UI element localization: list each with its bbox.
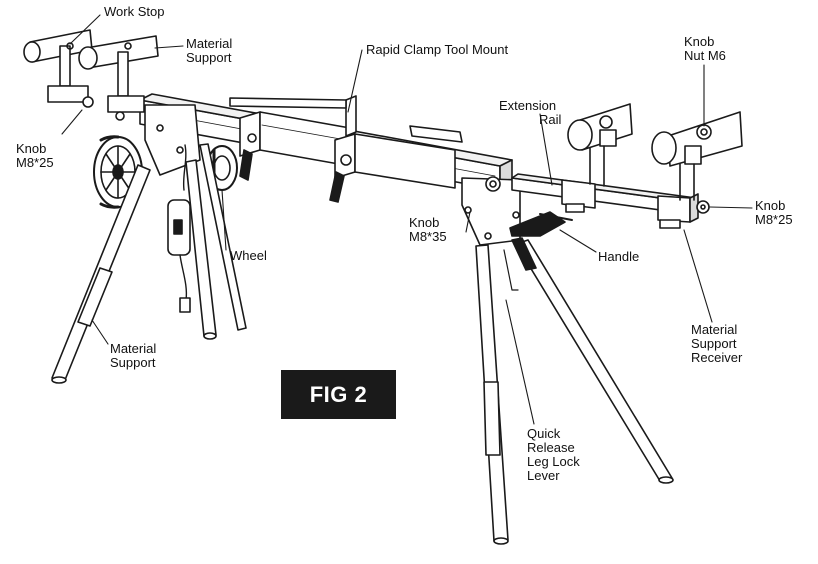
left-legs bbox=[51, 143, 247, 384]
label-quick-release-leg-lock-lever: Quick Release Leg Lock Lever bbox=[527, 426, 580, 483]
label-wheel: Wheel bbox=[230, 248, 267, 263]
leader-lines bbox=[61, 14, 753, 425]
center-bracket bbox=[461, 176, 521, 246]
material-support-top bbox=[78, 35, 159, 113]
label-material-support-top: Material Support bbox=[186, 36, 233, 65]
knob-m8x25-left bbox=[82, 96, 125, 121]
label-material-support-receiver: Material Support Receiver bbox=[691, 322, 743, 365]
label-knob-m8x35: Knob M8*35 bbox=[409, 215, 447, 244]
power-strip bbox=[167, 144, 191, 313]
figure-badge: FIG 2 bbox=[281, 370, 396, 419]
label-rapid-clamp-tool-mount: Rapid Clamp Tool Mount bbox=[366, 42, 509, 57]
label-extension-rail: Extension Rail bbox=[499, 98, 562, 127]
receiver-mid bbox=[561, 179, 596, 213]
label-material-support-bottom: Material Support bbox=[110, 341, 157, 370]
label-handle: Handle bbox=[598, 249, 640, 264]
rapid-clamp-mount-right bbox=[329, 125, 463, 203]
material-support-right-b bbox=[651, 111, 743, 201]
work-stop bbox=[23, 29, 93, 103]
handle bbox=[509, 211, 573, 237]
label-work-stop: Work Stop bbox=[104, 4, 165, 19]
material-support-receiver bbox=[657, 193, 710, 229]
label-knob-m8x25-left: Knob M8*25 bbox=[16, 141, 54, 170]
center-legs bbox=[475, 237, 674, 545]
label-knob-nut-m6: Knob Nut M6 bbox=[684, 34, 726, 63]
material-support-right-a bbox=[567, 103, 633, 187]
label-knob-m8x25-right: Knob M8*25 bbox=[755, 198, 793, 227]
